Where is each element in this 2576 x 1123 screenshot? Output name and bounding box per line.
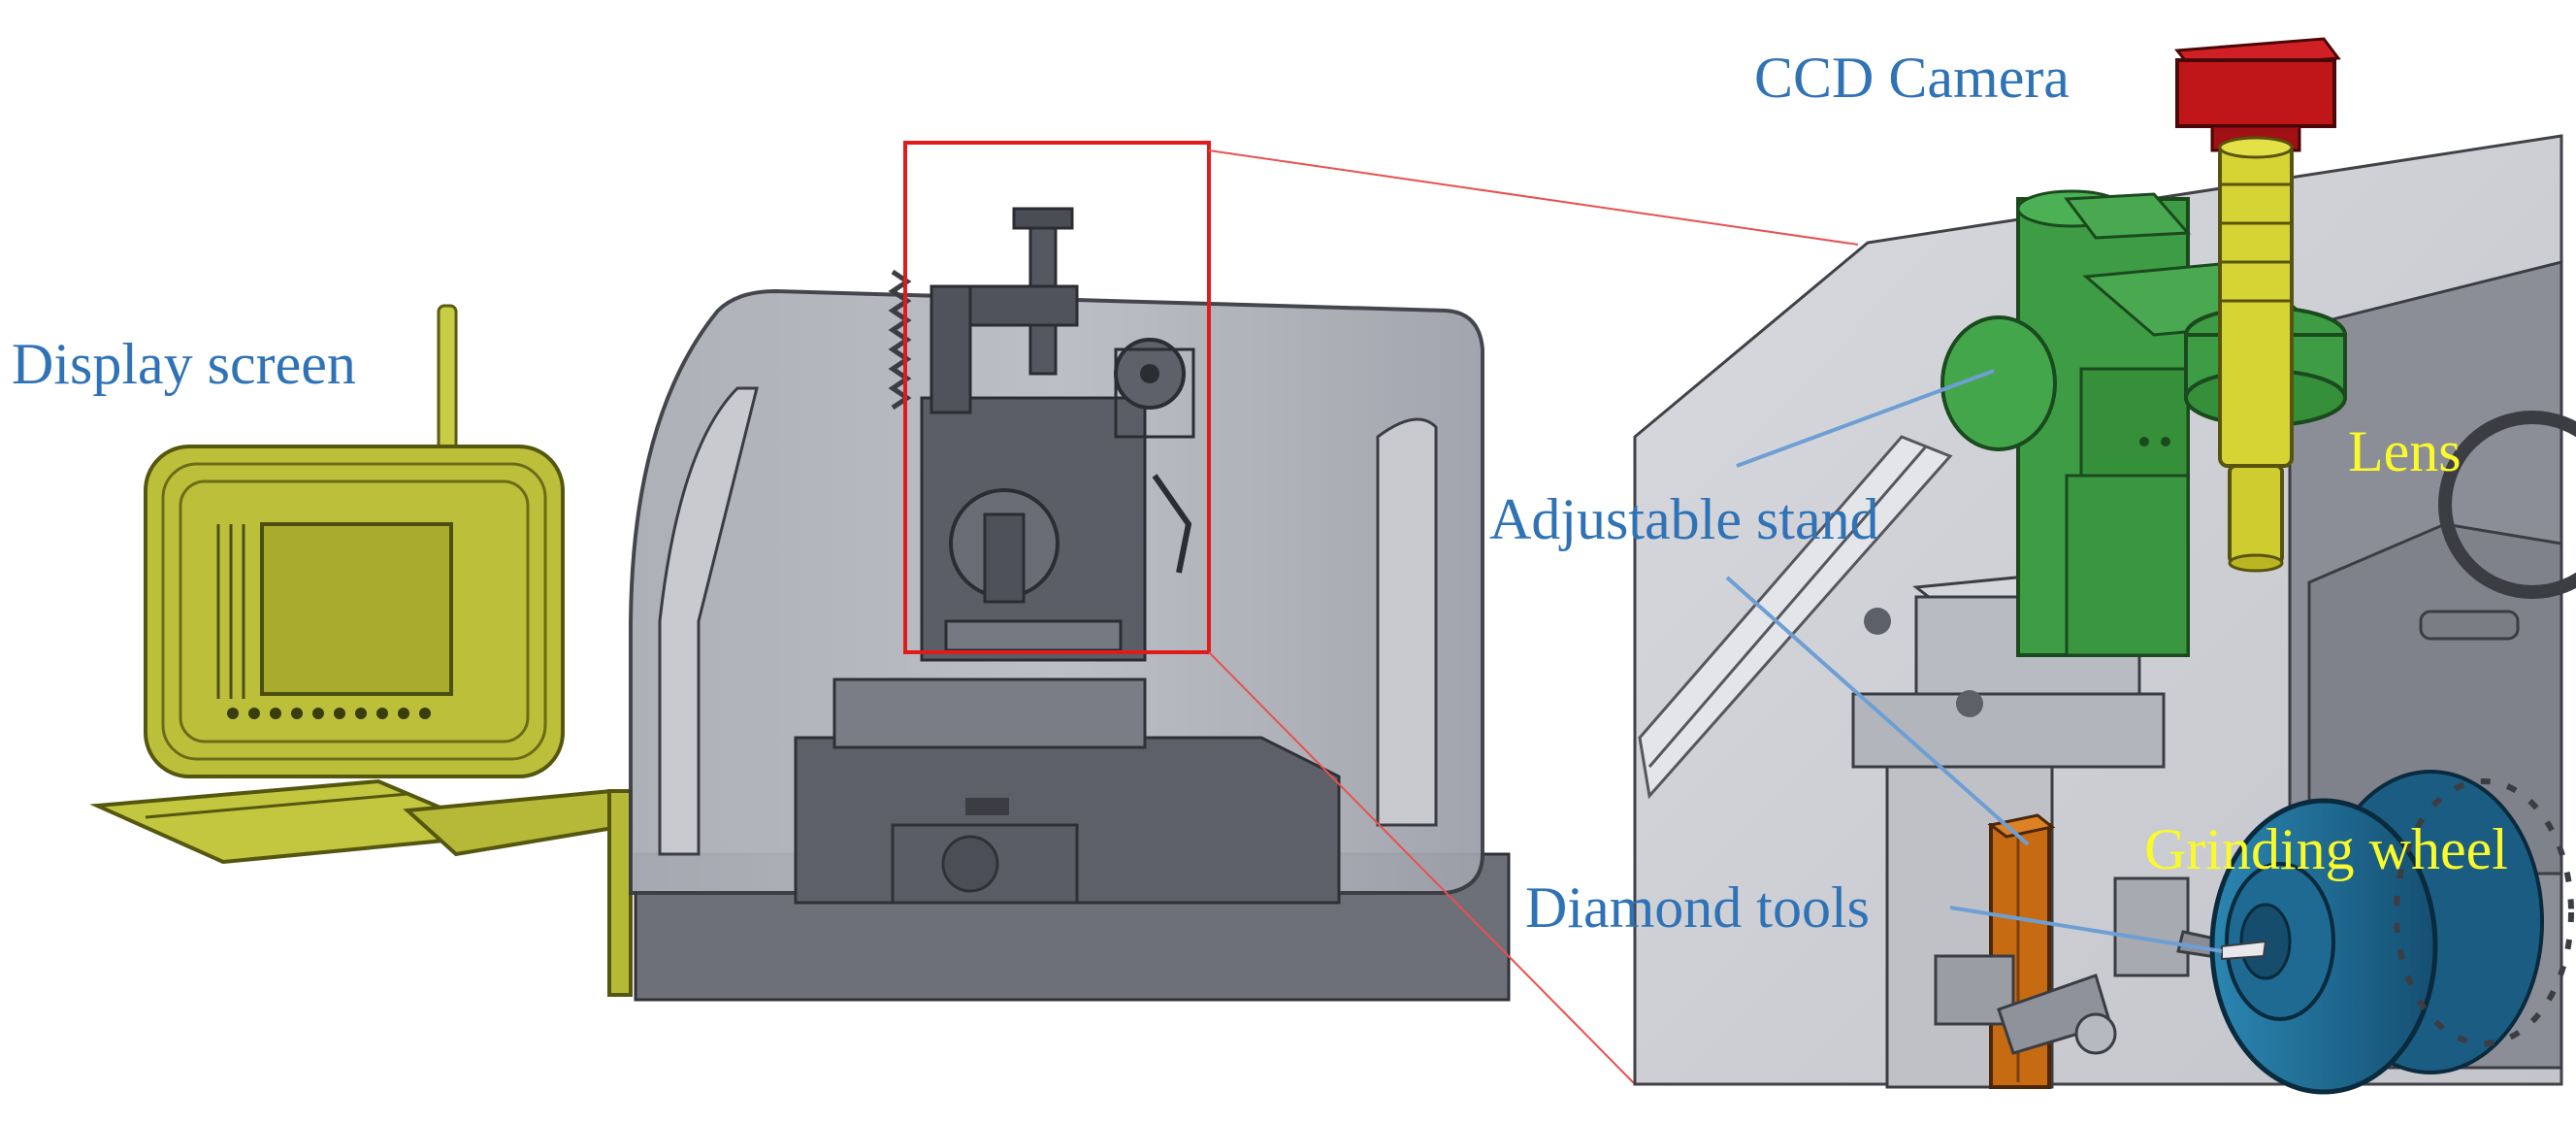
detail-grinding-wheel [2209, 770, 2574, 1095]
detail-tool-arm [1934, 876, 2254, 1055]
detail-lens [2218, 136, 2294, 573]
detail-handwheel [2438, 411, 2576, 599]
label-diamond-tools: Diamond tools [1525, 875, 1870, 940]
label-adjustable-stand: Adjustable stand [1489, 487, 1879, 551]
machine-left-window [658, 386, 759, 856]
display-screen-assembly [89, 304, 635, 997]
detail-ccd-camera [2174, 37, 2341, 152]
callout-lines [1725, 369, 2223, 953]
callout-line-diamond-tools-tip [1949, 906, 2223, 953]
display-support-post [607, 789, 633, 997]
callout-line-diamond-tools [1725, 576, 2030, 846]
detail-diagonal-rail [1638, 435, 1953, 800]
zoom-line-bottom [1208, 651, 1636, 1085]
label-display-screen: Display screen [12, 332, 356, 396]
display-buttons [227, 708, 431, 719]
highlight-box [903, 141, 1211, 654]
callout-line-adjustable-stand [1736, 369, 1995, 468]
machine-internal-mechanism [888, 207, 1195, 662]
zoom-line-top [1208, 149, 1859, 246]
machine-enclosure [629, 207, 1511, 1002]
machine-right-window [1376, 417, 1438, 827]
detail-adjustable-stand [1940, 189, 2347, 657]
label-grinding-wheel: Grinding wheel [2144, 817, 2508, 881]
display-support-arm [403, 788, 635, 857]
display-screen-panel [260, 522, 453, 696]
label-lens: Lens [2348, 419, 2462, 483]
label-ccd-camera: CCD Camera [1754, 46, 2070, 110]
zoomed-detail [1633, 37, 2576, 1095]
